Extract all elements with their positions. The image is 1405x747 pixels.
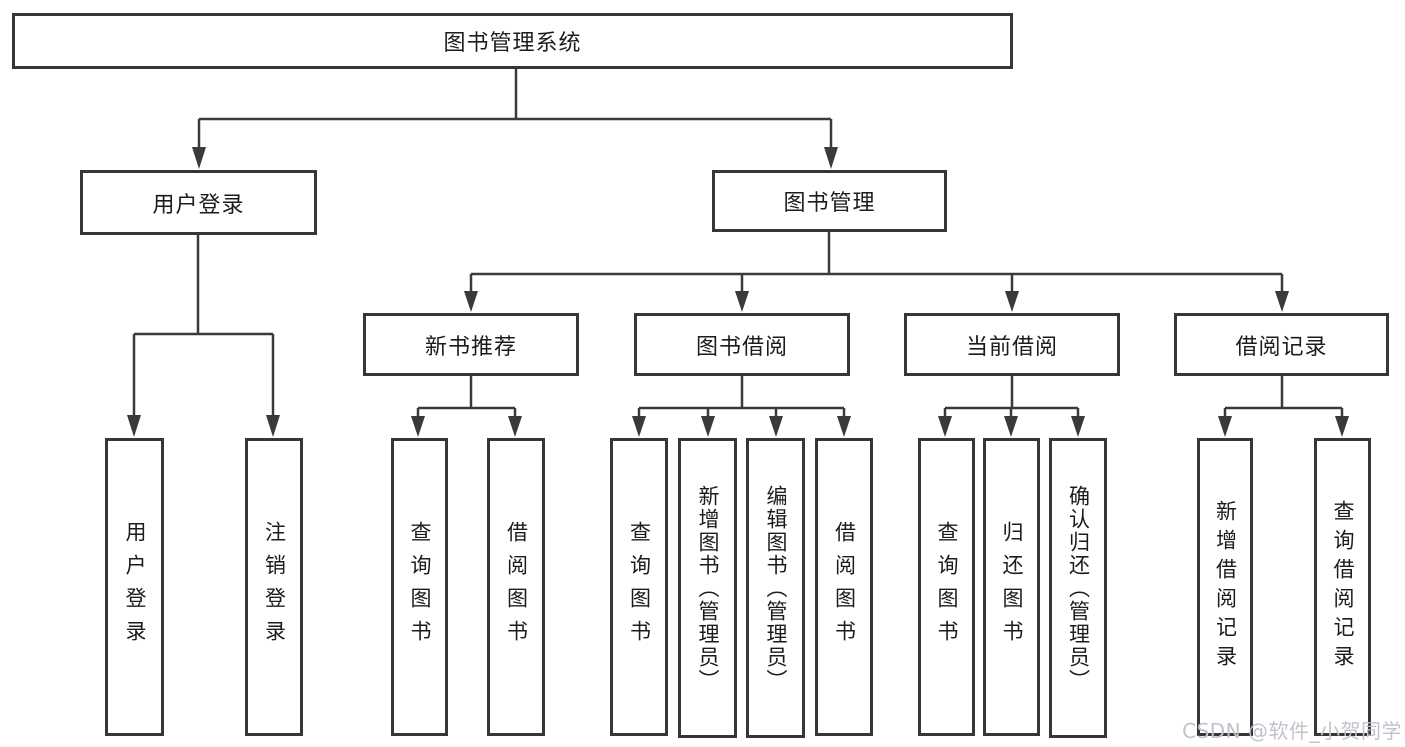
node-library-management-system: 图书管理系统	[12, 13, 1013, 69]
node-label: 查询借阅记录	[1331, 500, 1355, 674]
leaf-query-books-recommend: 查询图书	[391, 438, 448, 736]
node-label: 确认归还（管理员）	[1066, 484, 1091, 692]
node-label: 注销登录	[262, 521, 287, 653]
leaf-query-borrow-record: 查询借阅记录	[1314, 438, 1371, 736]
leaf-add-borrow-record: 新增借阅记录	[1197, 438, 1253, 736]
leaf-logout: 注销登录	[245, 438, 303, 736]
connector-new-book-children	[411, 376, 522, 437]
node-label: 借阅记录	[1235, 334, 1328, 360]
leaf-confirm-return-admin: 确认归还（管理员）	[1049, 438, 1107, 738]
node-user-login: 用户登录	[80, 170, 317, 235]
connector-current-borrow-children	[938, 376, 1085, 437]
node-label: 用户登录	[123, 521, 147, 653]
node-label: 查询图书	[627, 521, 652, 653]
node-label: 查询图书	[408, 521, 432, 653]
connector-user-login-children	[127, 235, 280, 437]
node-label: 编辑图书（管理员）	[764, 484, 788, 692]
node-label: 归还图书	[1000, 521, 1024, 653]
node-label: 借阅图书	[832, 521, 857, 653]
leaf-add-books-admin: 新增图书（管理员）	[678, 438, 737, 738]
connector-borrow-records-children	[1218, 376, 1349, 437]
leaf-user-login: 用户登录	[105, 438, 164, 736]
node-label: 当前借阅	[965, 334, 1058, 360]
node-label: 借阅图书	[504, 521, 529, 653]
node-label: 新书推荐	[424, 334, 517, 360]
csdn-watermark: CSDN @软件_小贺同学	[1182, 719, 1402, 743]
node-new-book-recommendation: 新书推荐	[363, 313, 579, 376]
leaf-return-books: 归还图书	[983, 438, 1040, 736]
node-borrowing-records: 借阅记录	[1174, 313, 1389, 376]
node-current-borrowing: 当前借阅	[904, 313, 1120, 376]
connector-book-management-children	[464, 232, 1289, 312]
node-label: 新增借阅记录	[1213, 500, 1238, 674]
node-book-management: 图书管理	[712, 170, 947, 232]
node-book-borrowing: 图书借阅	[634, 313, 850, 376]
node-label: 新增图书（管理员）	[696, 484, 720, 692]
node-label: 图书管理	[783, 191, 876, 216]
leaf-borrow-books-recommend: 借阅图书	[487, 438, 545, 736]
node-label: 查询图书	[935, 521, 959, 653]
leaf-edit-books-admin: 编辑图书（管理员）	[746, 438, 805, 738]
connector-book-borrow-children	[632, 376, 851, 437]
node-label: 图书管理系统	[443, 31, 582, 56]
leaf-query-books-current: 查询图书	[918, 438, 975, 736]
node-label: 图书借阅	[695, 334, 788, 360]
node-label: 用户登录	[152, 192, 245, 218]
leaf-borrow-books: 借阅图书	[815, 438, 873, 736]
leaf-query-books-borrow: 查询图书	[610, 438, 668, 736]
connector-root-to-level2	[192, 69, 838, 169]
